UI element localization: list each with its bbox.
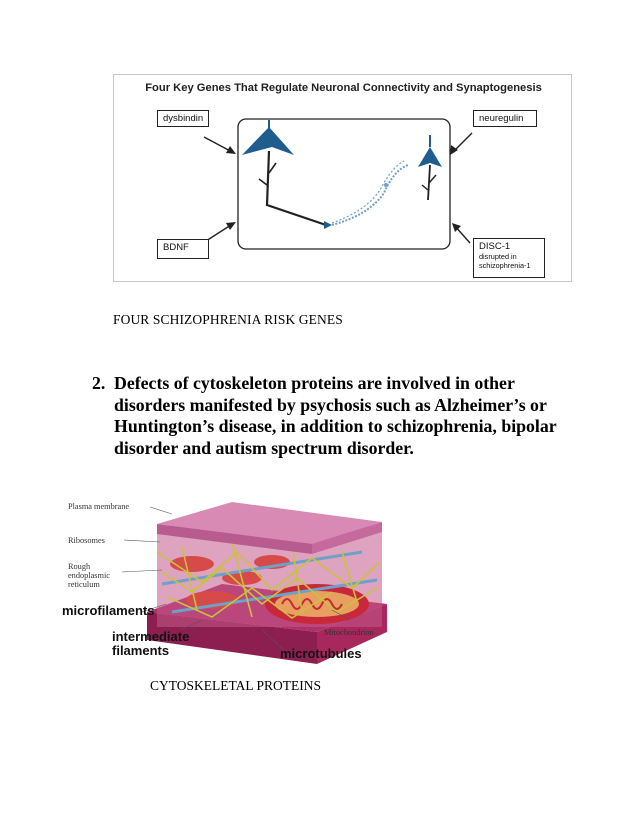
label-rough-er-line2: endoplasmic [68,571,110,580]
large-neuron [242,120,409,229]
label-intermediate-line2: filaments [112,643,170,658]
label-intermediate-line1: intermediate [112,629,190,644]
gene-box-bdnf: BDNF [157,239,209,259]
label-microtubules: microtubules [280,646,362,661]
figure2-caption: CYTOSKELETAL PROTEINS [150,678,322,693]
label-rough-er-line1: Rough [68,562,91,571]
numbered-paragraph: 2. Defects of cytoskeleton proteins are … [92,373,572,459]
label-leaders [121,506,351,651]
label-microfilaments: microfilaments [62,603,155,618]
label-rough-er: Rough endoplasmic reticulum [68,562,110,589]
gene-diagram-figure: Four Key Genes That Regulate Neuronal Co… [113,74,572,282]
gene-box-neuregulin: neuregulin [473,110,537,127]
gene-label-disc1: DISC-1 [479,241,511,252]
label-ribosomes: Ribosomes [68,536,105,545]
gene-label-dysbindin: dysbindin [163,113,204,124]
filament-network [156,541,381,619]
arrow-heads [226,145,461,232]
paragraph-number: 2. [92,373,106,393]
label-mitochondrion: Mitochondrion [324,628,374,637]
label-rough-er-line3: reticulum [68,580,100,589]
gene-note-disc1-line2: schizophrenia-1 [479,260,531,270]
label-plasma-membrane: Plasma membrane [68,502,130,511]
gene-label-neuregulin: neuregulin [479,113,524,124]
gene-note-disc1-line1: disrupted in [479,252,517,261]
gene-box-dysbindin: dysbindin [157,110,209,127]
gene-diagram-graphic [203,118,473,250]
neuron-frame [237,118,451,250]
cytoskeleton-figure: Plasma membrane Ribosomes Rough endoplas… [62,492,402,670]
figure1-caption: FOUR SCHIZOPHRENIA RISK GENES [113,312,343,327]
gene-label-bdnf: BDNF [163,242,189,253]
paragraph-text: Defects of cytoskeleton proteins are inv… [114,373,557,458]
gene-box-disc1: DISC-1 disrupted in schizophrenia-1 [473,238,545,278]
plasma-membrane-top [157,502,382,544]
figure-title: Four Key Genes That Regulate Neuronal Co… [145,82,542,94]
microtubule-lines [161,550,378,614]
cytoskeleton-illustration [121,502,387,664]
label-intermediate-filaments: intermediate filaments [112,630,189,658]
small-neuron [418,135,442,201]
